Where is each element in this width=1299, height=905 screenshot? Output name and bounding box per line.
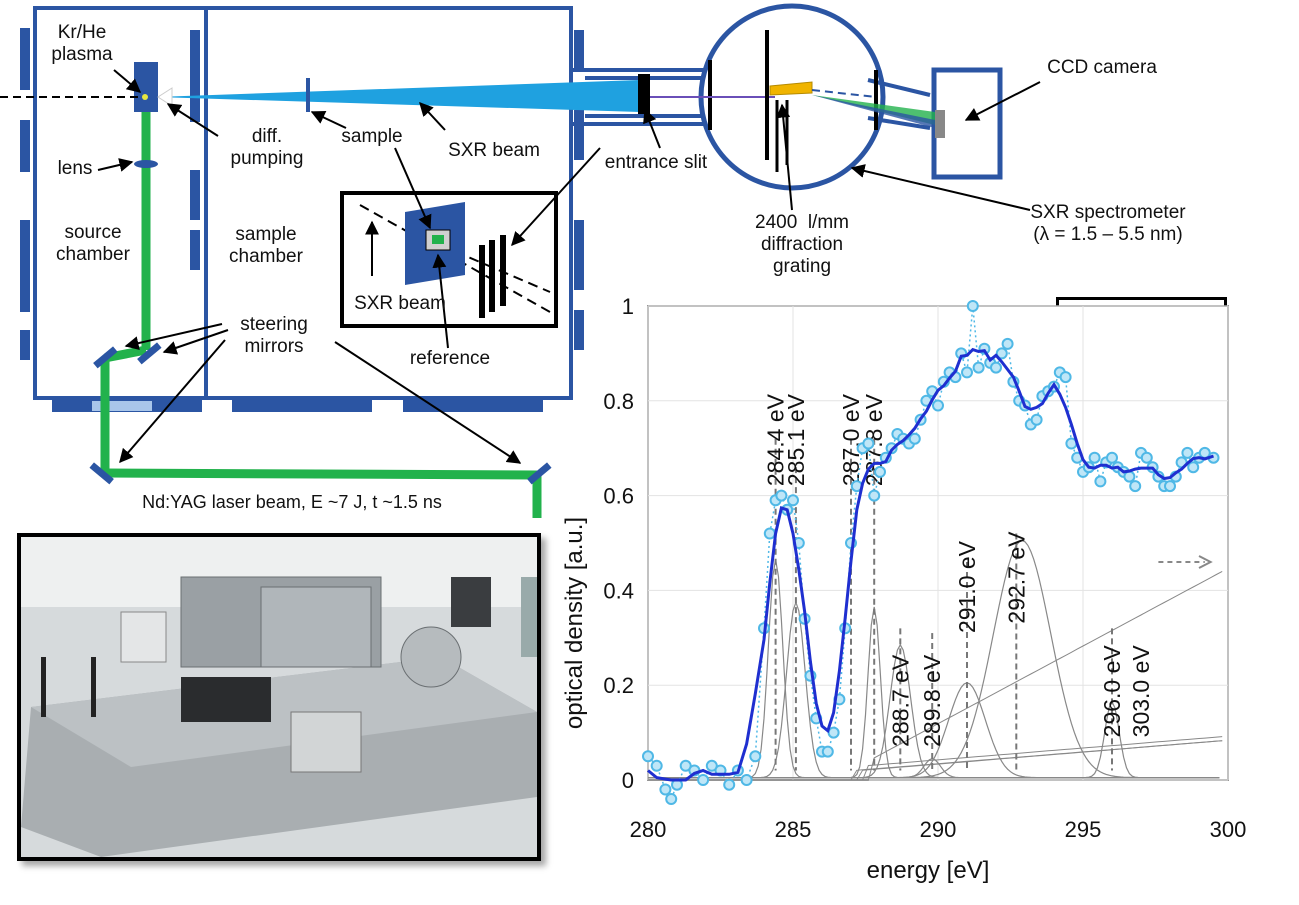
label-plasma: Kr/He plasma [51,22,113,65]
label-spectrometer: SXR spectrometer (λ = 1.5 – 5.5 nm) [1030,202,1186,245]
sxr-beam [156,80,640,112]
laser-beam [89,112,552,518]
callout-arrows [97,69,1041,464]
label-sxr-beam: SXR beam [448,140,540,161]
label-diff-pumping: diff. pumping [230,126,304,169]
conditions-label: 6.3 J, 1.3 ns [1056,297,1227,355]
label-entrance-slit: entrance slit [604,152,708,173]
label-inset-sxr-beam: SXR beam [354,293,446,314]
sample-inset [340,191,558,328]
label-grating: 2400 l/mm diffraction grating [755,212,849,277]
lab-photo [17,533,541,861]
label-steering-mirrors: steering mirrors [240,314,308,357]
label-reference: reference [409,348,491,369]
label-sample-chamber: sample chamber [229,224,303,267]
label-lens: lens [57,158,93,179]
label-source-chamber: source chamber [56,222,130,265]
label-sample: sample [341,126,403,147]
label-laser: Nd:YAG laser beam, E ~7 J, t ~1.5 ns [142,492,442,512]
label-ccd-camera: CCD camera [1047,57,1157,78]
